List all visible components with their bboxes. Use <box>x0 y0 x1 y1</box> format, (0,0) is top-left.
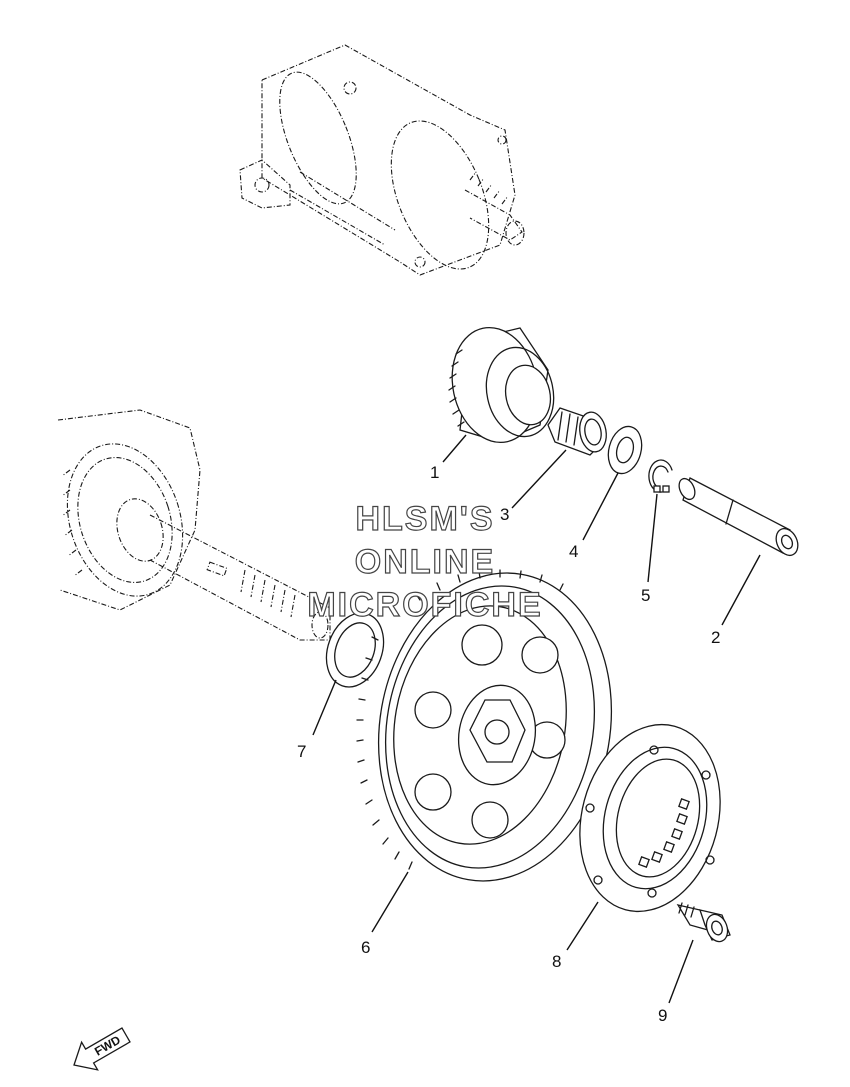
starter-wheel-gear <box>356 569 613 882</box>
watermark-line2: ONLINE <box>355 543 495 581</box>
watermark-line1: HLSM'S <box>355 500 494 538</box>
idler-shaft <box>678 477 799 557</box>
callout-1: 1 <box>430 463 439 482</box>
socket-bolt <box>676 902 731 943</box>
callout-7: 7 <box>297 742 306 761</box>
needle-bearing <box>547 407 607 456</box>
thrust-washer <box>325 612 385 688</box>
washer <box>607 425 643 475</box>
leader-lines <box>312 434 761 1004</box>
watermark-line3: MICROFICHE <box>307 586 542 624</box>
callout-4: 4 <box>569 542 578 561</box>
idler-gear <box>448 326 555 444</box>
callout-2: 2 <box>711 628 720 647</box>
circlip <box>648 459 673 493</box>
callout-8: 8 <box>552 952 561 971</box>
callout-3: 3 <box>500 505 509 524</box>
callout-numbers: 1 2 3 4 5 6 7 8 9 <box>297 463 720 1025</box>
callout-9: 9 <box>658 1006 667 1025</box>
callout-5: 5 <box>641 586 650 605</box>
crankshaft-assembly <box>57 409 331 641</box>
starter-clutch <box>579 723 721 913</box>
fwd-arrow-icon: FWD <box>73 1027 131 1071</box>
watermark: HLSM'S ONLINE MICROFICHE <box>307 499 542 624</box>
starter-motor <box>239 44 525 276</box>
callout-6: 6 <box>361 938 370 957</box>
